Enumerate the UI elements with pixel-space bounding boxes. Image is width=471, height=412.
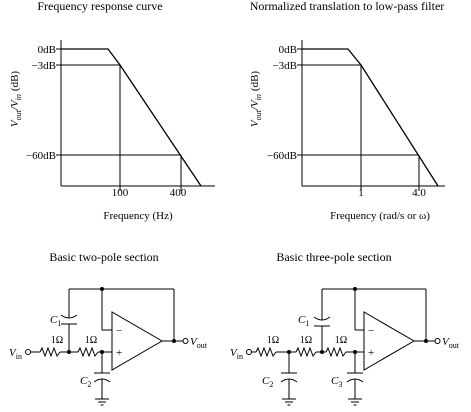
three-pole-ground-icon-2 xyxy=(348,398,362,406)
right-ytick-3db: −3dB xyxy=(272,60,297,72)
right-xtick-1: 1 xyxy=(358,187,364,199)
three-pole-resistor-1 xyxy=(255,346,277,358)
two-pole-r2-label: 1Ω xyxy=(85,335,97,346)
left-graph: Frequency response curve 0dB −3dB −60dB … xyxy=(9,0,215,222)
right-graph-title: Normalized translation to low-pass filte… xyxy=(250,0,445,13)
three-pole-c1-label: C1 xyxy=(298,314,309,328)
three-pole-c2-label: C2 xyxy=(262,375,273,389)
right-ytick-0db: 0dB xyxy=(279,44,297,56)
three-pole-resistor-2 xyxy=(295,346,317,358)
three-pole-opamp xyxy=(363,311,415,371)
three-pole-resistor-3 xyxy=(325,346,347,358)
three-pole-r1-label: 1Ω xyxy=(267,335,279,346)
two-pole-vout-label: Vout xyxy=(190,336,208,350)
left-response-curve xyxy=(61,48,202,187)
right-y-label: Vout/Vin(dB) xyxy=(249,71,263,127)
right-ytick-60db: −60dB xyxy=(267,150,297,162)
three-pole-vout-label: Vout xyxy=(442,336,460,350)
right-graph: Normalized translation to low-pass filte… xyxy=(249,0,445,222)
three-pole-vout-terminal xyxy=(434,338,441,344)
left-ytick-0db: 0dB xyxy=(38,44,56,56)
three-pole-r2-label: 1Ω xyxy=(300,335,312,346)
two-pole-c1-label: C1 xyxy=(50,314,61,328)
two-pole-circuit: Basic two-pole section Vin 1Ω 1Ω C1 xyxy=(9,250,208,406)
three-pole-plus-sign: + xyxy=(368,347,374,359)
right-xtick-4: 4.0 xyxy=(412,187,426,199)
two-pole-resistor-1 xyxy=(39,346,61,358)
three-pole-minus-sign: − xyxy=(368,325,374,337)
two-pole-resistor-2 xyxy=(77,346,99,358)
two-pole-minus-sign: − xyxy=(116,325,122,337)
two-pole-ground-icon xyxy=(95,398,109,406)
right-x-label: Frequency (rad/s or ω) xyxy=(330,210,430,222)
three-pole-vin-terminal xyxy=(246,349,252,355)
two-pole-plus-sign: + xyxy=(116,347,122,359)
two-pole-c2-label: C2 xyxy=(80,375,91,389)
left-xtick-400: 400 xyxy=(170,187,187,199)
three-pole-title: Basic three-pole section xyxy=(276,250,391,264)
three-pole-vin-label: Vin xyxy=(230,347,243,361)
two-pole-vout-terminal xyxy=(182,338,189,344)
three-pole-r3-label: 1Ω xyxy=(335,335,347,346)
left-ytick-3db: −3dB xyxy=(31,60,56,72)
three-pole-ground-icon-1 xyxy=(282,398,296,406)
three-pole-circuit: Basic three-pole section Vin 1Ω 1Ω 1Ω C1 xyxy=(230,250,460,406)
two-pole-title: Basic two-pole section xyxy=(49,250,158,264)
two-pole-opamp xyxy=(111,311,163,371)
left-ytick-60db: −60dB xyxy=(26,150,56,162)
two-pole-r1-label: 1Ω xyxy=(51,335,63,346)
two-pole-vin-label: Vin xyxy=(9,347,22,361)
three-pole-c3-label: C3 xyxy=(331,375,342,389)
two-pole-vin-terminal xyxy=(25,349,31,355)
left-x-label: Frequency (Hz) xyxy=(103,210,173,222)
left-graph-title: Frequency response curve xyxy=(37,0,162,13)
left-y-label: Vout/Vin(dB) xyxy=(9,71,23,127)
right-response-curve xyxy=(302,48,439,187)
left-xtick-100: 100 xyxy=(112,187,129,199)
